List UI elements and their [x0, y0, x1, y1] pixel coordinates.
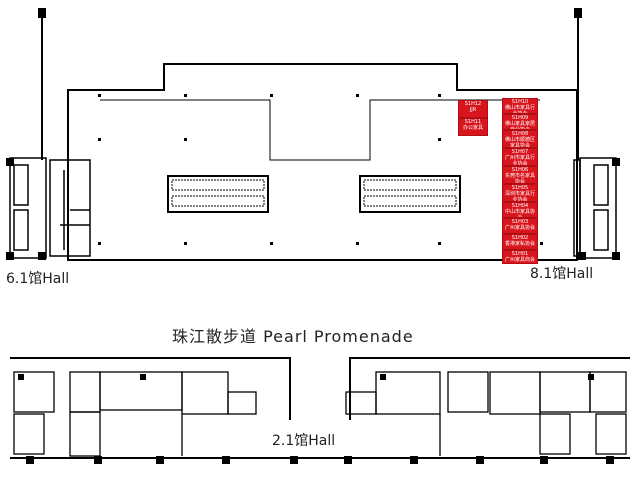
central-block-outline	[100, 99, 540, 161]
booth-name: 香港家私协会	[504, 241, 535, 247]
booth-code: S1H06	[511, 167, 529, 173]
upper-hall-outline	[67, 63, 578, 261]
booth-code: S1H09	[511, 115, 529, 121]
booth-code: S1H07	[511, 149, 529, 155]
booth-name: 佛山市顺德区家具协会	[504, 137, 535, 148]
booth-code: S1H04	[511, 203, 529, 209]
booth-s1h07[interactable]: S1H07 广州市家具行业协会	[502, 148, 538, 166]
hall-8-1-wing	[573, 157, 617, 259]
booth-code: S1H10	[511, 99, 529, 105]
hall-8-1-label: 8.1馆Hall	[530, 266, 594, 282]
booth-s1h11[interactable]: S1H11 办公家具	[458, 118, 488, 136]
booth-name: 深圳市家具行业协会	[504, 191, 535, 202]
booth-code: S1H01	[511, 251, 529, 257]
booth-name: JJR	[469, 107, 477, 113]
hall-2-1-rooms-right	[345, 371, 627, 456]
hall-6-1-label: 6.1馆Hall	[6, 271, 70, 287]
columns-lower	[18, 374, 614, 464]
hall-2-1-label: 2.1馆Hall	[272, 433, 336, 449]
escalator-left	[167, 175, 269, 213]
pearl-promenade-label: 珠江散步道 Pearl Promenade	[172, 327, 414, 346]
booth-name: 佛山家具家居产业协会	[504, 121, 535, 130]
booth-name: 广州市家具行业协会	[504, 155, 535, 166]
booth-s1h03[interactable]: S1H03 广州家具协会	[502, 218, 538, 234]
booth-s1h10[interactable]: S1H10 佛山市家具行业协会	[502, 98, 538, 114]
booth-name: 佛山市家具行业协会	[504, 105, 535, 114]
hall-2-1-rooms-left	[13, 371, 257, 457]
booth-name: 办公家具	[462, 125, 483, 131]
escalator-right	[359, 175, 461, 213]
booth-s1h09[interactable]: S1H09 佛山家具家居产业协会	[502, 114, 538, 130]
booth-s1h02[interactable]: S1H02 香港家私协会	[502, 234, 538, 250]
booth-s1h01[interactable]: S1H01 广州家具商会	[502, 250, 538, 264]
hall-2-1-outline	[10, 357, 630, 459]
hall-6-1-wing	[9, 157, 91, 259]
booth-s1h05[interactable]: S1H05 深圳市家具行业协会	[502, 184, 538, 202]
booth-s1h06[interactable]: S1H06 东莞市名家具协会	[502, 166, 538, 184]
booth-name: 广州家具商会	[504, 257, 535, 263]
booth-name: 东莞市名家具协会	[504, 173, 535, 184]
booth-name: 中山市家具协会	[504, 209, 535, 218]
booth-s1h04[interactable]: S1H04 中山市家具协会	[502, 202, 538, 218]
booth-s1h08[interactable]: S1H08 佛山市顺德区家具协会	[502, 130, 538, 148]
booth-code: S1H02	[511, 235, 529, 241]
booth-code: S1H03	[511, 219, 529, 225]
booth-code: S1H12	[464, 101, 482, 107]
booth-code: S1H05	[511, 185, 529, 191]
booth-code: S1H08	[511, 131, 529, 137]
booth-name: 广州家具协会	[504, 225, 535, 231]
columns-upper	[98, 94, 543, 245]
booth-s1h12[interactable]: S1H12 JJR	[458, 100, 488, 118]
booth-code: S1H11	[464, 119, 482, 125]
